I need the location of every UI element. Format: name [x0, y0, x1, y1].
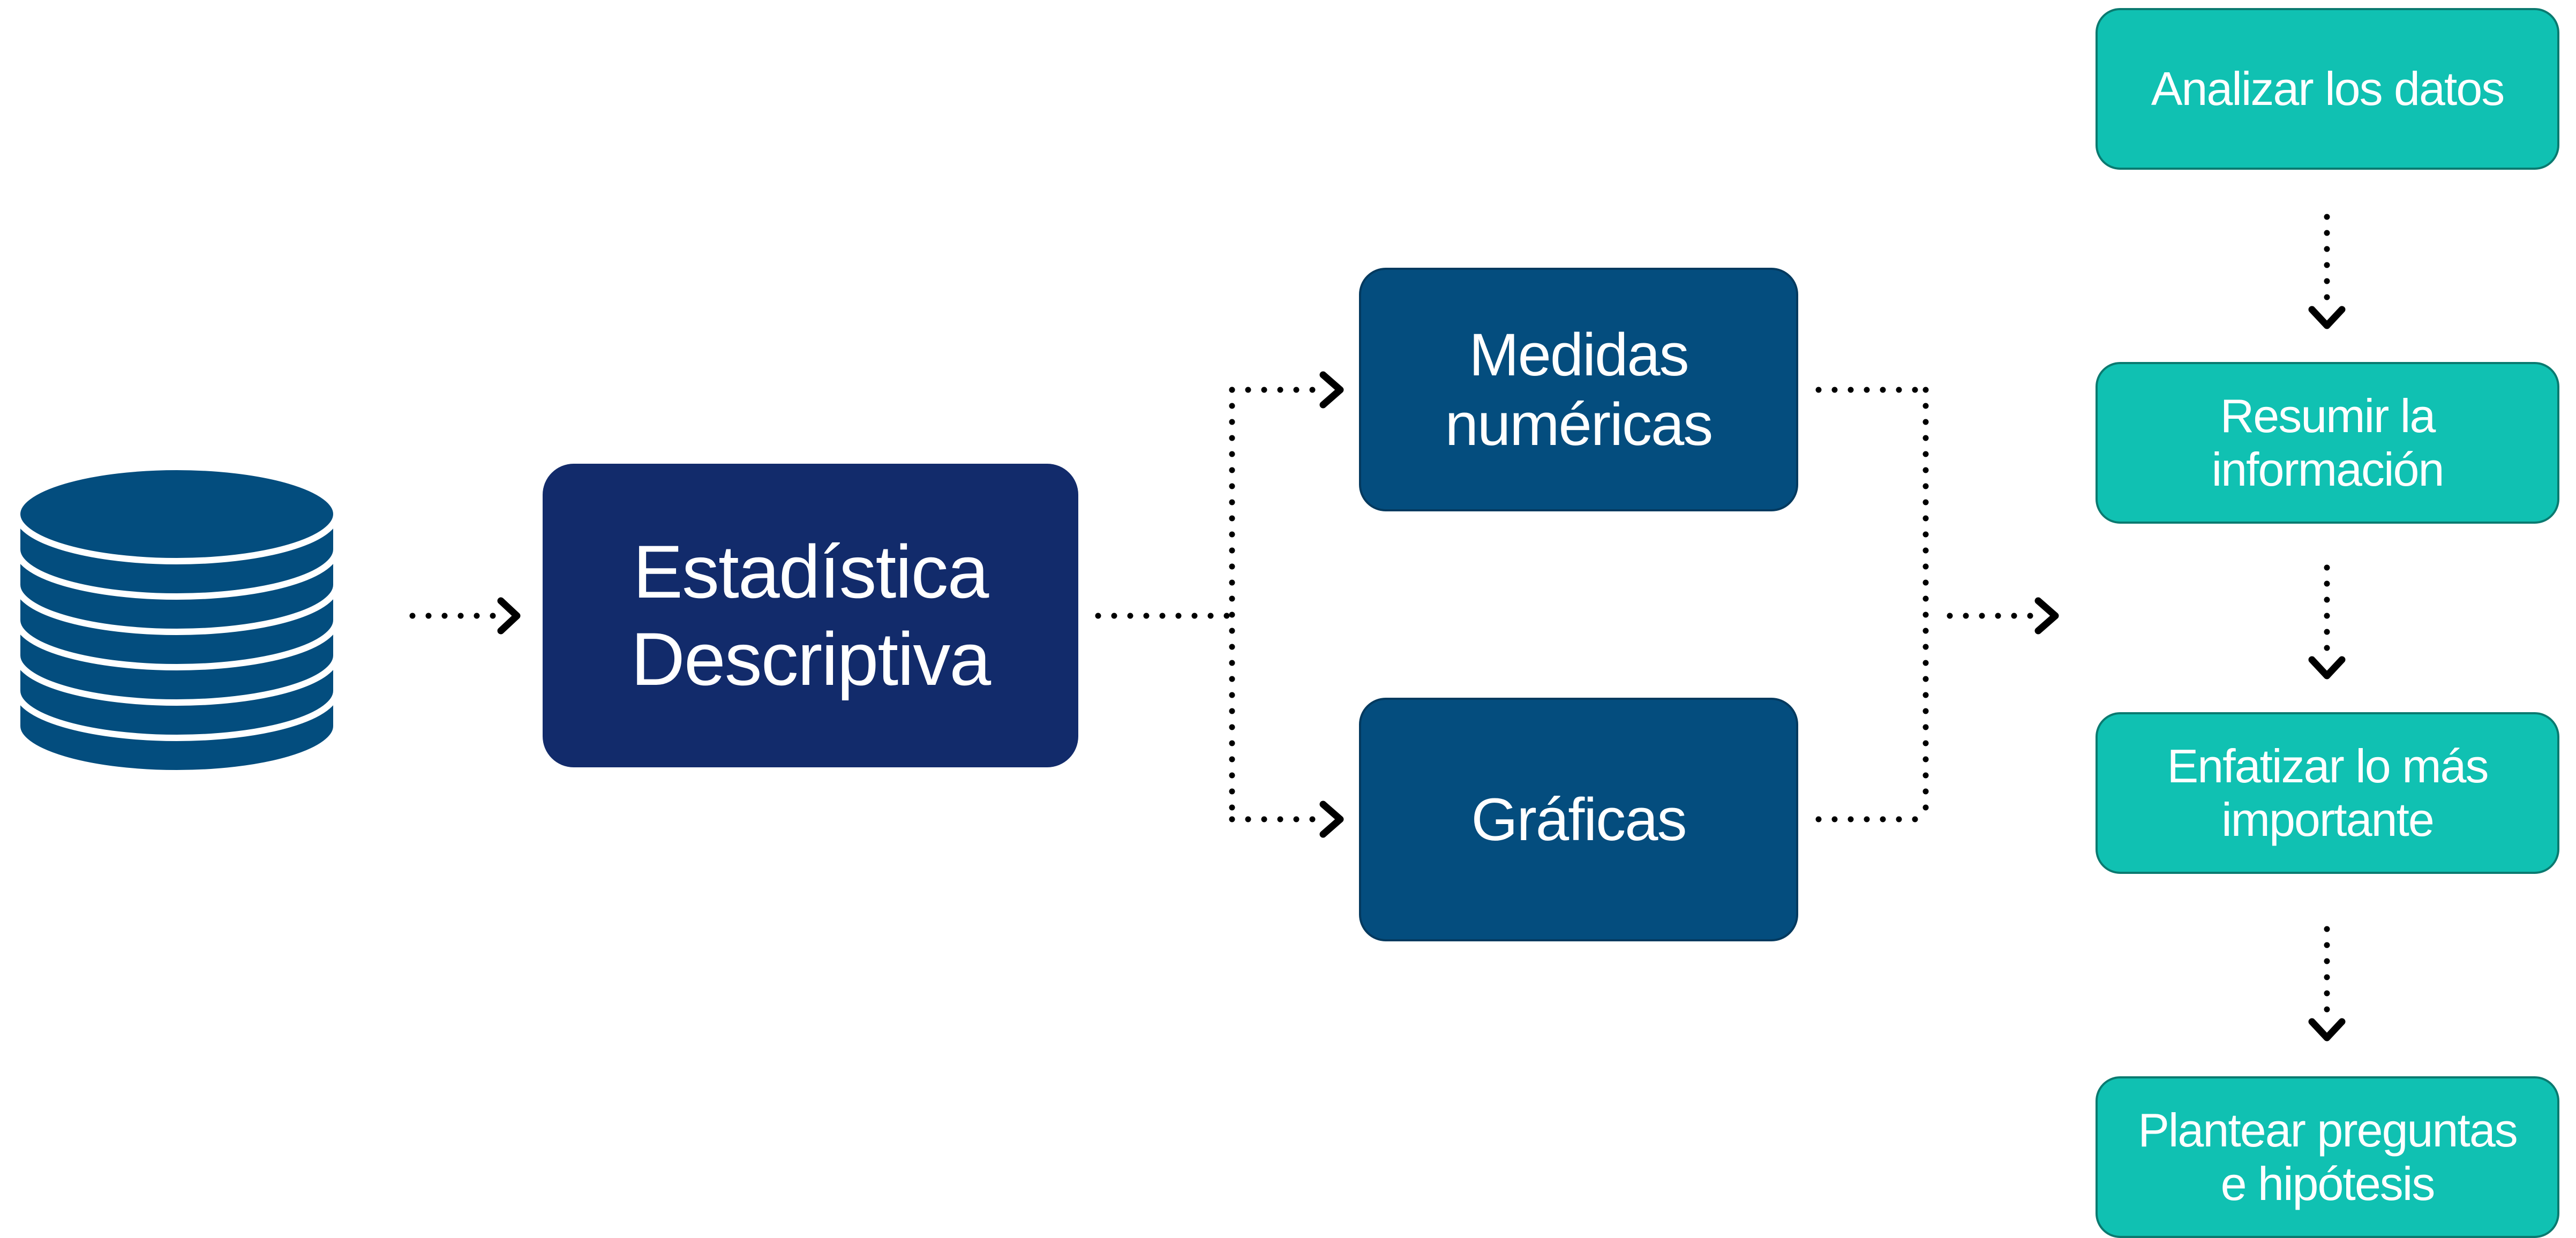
step-node-enfatizar: Enfatizar lo más importante [2096, 712, 2559, 874]
database-top [14, 464, 340, 564]
step-node-label: Resumir la información [2211, 389, 2445, 496]
step-node-label: Analizar los datos [2151, 62, 2505, 115]
arrowhead-step-2 [2308, 306, 2346, 329]
step-node-label: Plantear preguntas e hipótesis [2138, 1103, 2518, 1210]
arrowhead-db [497, 597, 521, 635]
branch-node-graficas: Gráficas [1359, 698, 1798, 941]
step-node-label: Enfatizar lo más importante [2167, 739, 2489, 846]
step-node-resumir: Resumir la información [2096, 362, 2559, 524]
branch-node-label: Gráficas [1471, 786, 1687, 853]
central-node-label: Estadística Descriptiva [630, 530, 991, 701]
central-node: Estadística Descriptiva [543, 464, 1078, 767]
step-node-analizar: Analizar los datos [2096, 8, 2559, 170]
database-icon [14, 464, 340, 776]
branch-node-medidas: Medidas numéricas [1359, 268, 1798, 511]
arrowhead-branch-2 [1319, 801, 1344, 838]
arrowhead-step-4 [2308, 1018, 2346, 1041]
arrowhead-steps [2034, 597, 2059, 635]
branch-node-label: Medidas numéricas [1445, 321, 1714, 458]
arrowhead-branch-1 [1319, 371, 1344, 409]
arrowhead-step-3 [2308, 656, 2346, 680]
step-node-plantear: Plantear preguntas e hipótesis [2096, 1076, 2559, 1238]
